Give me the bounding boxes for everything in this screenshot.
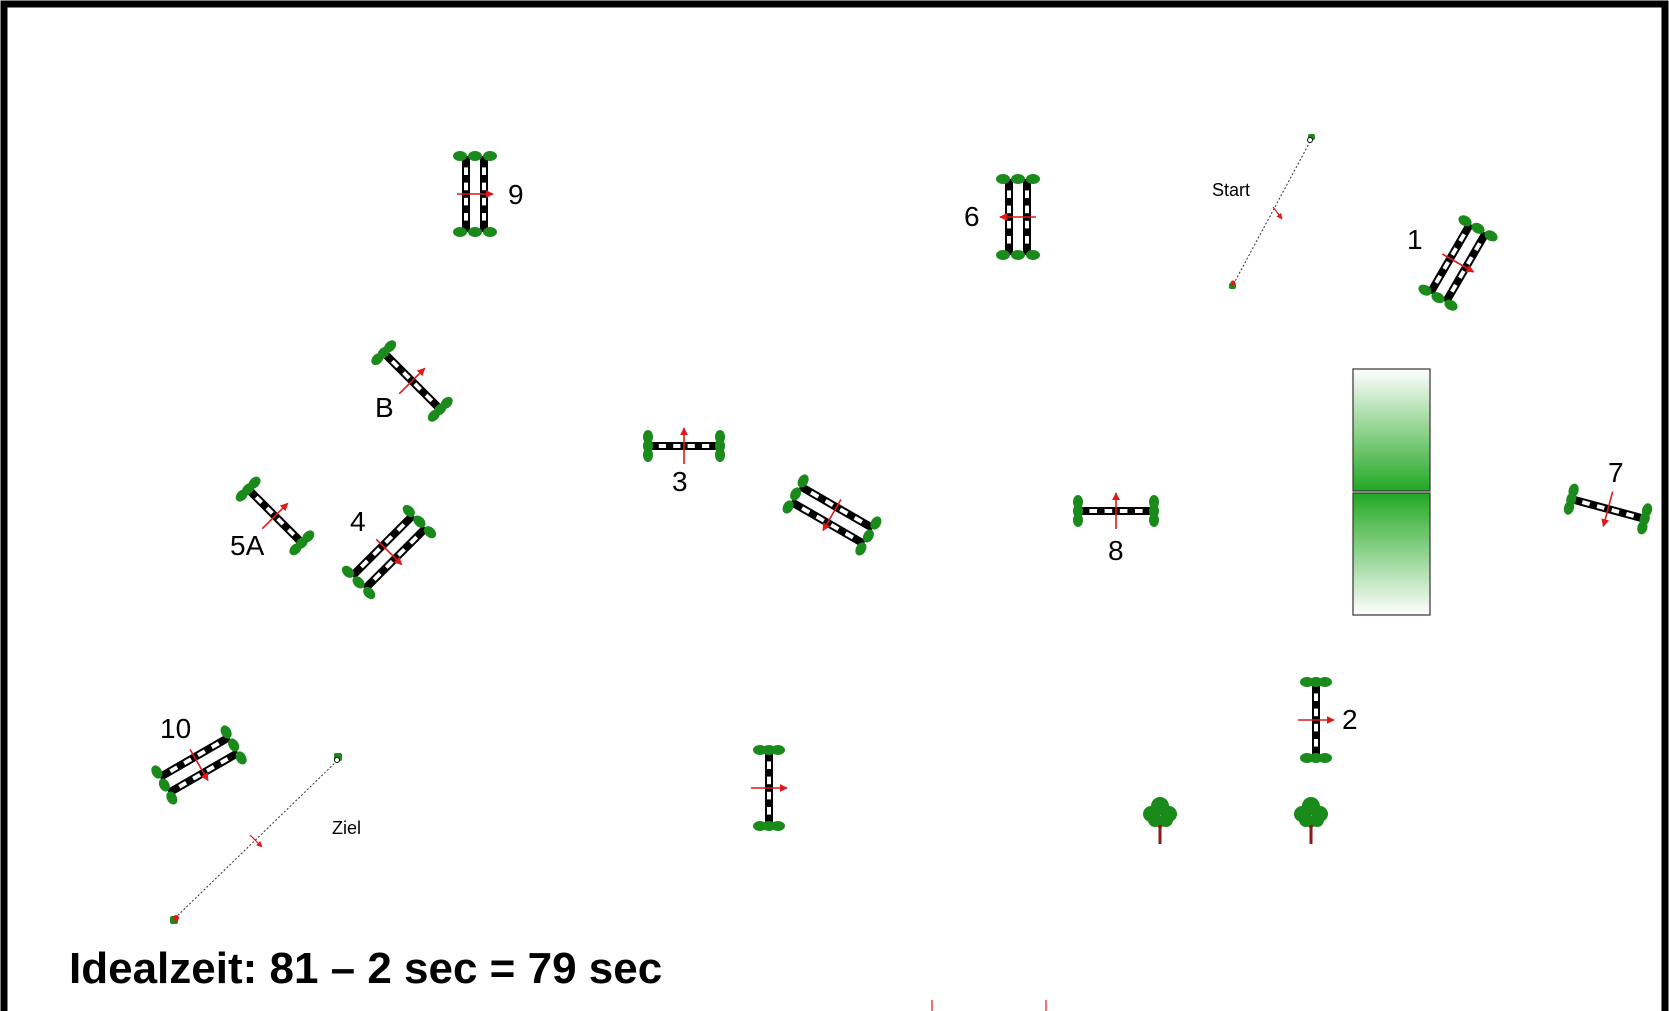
fence-2 xyxy=(1298,677,1335,763)
fence-mid xyxy=(782,474,882,556)
start-label: Start xyxy=(1212,180,1250,200)
fence-number-6: 6 xyxy=(964,201,980,232)
fence-bottom xyxy=(751,745,788,831)
fence-7 xyxy=(1563,483,1653,535)
fence-b xyxy=(371,340,453,422)
fence-number-8: 8 xyxy=(1108,535,1124,566)
fence-number-10: 10 xyxy=(160,713,191,744)
fence-number-1: 1 xyxy=(1407,224,1423,255)
fence-8 xyxy=(1073,492,1159,529)
fence-number-9: 9 xyxy=(508,179,524,210)
fence-9 xyxy=(453,151,497,237)
fence-number-2: 2 xyxy=(1342,704,1358,735)
fence-10 xyxy=(151,725,247,805)
fence-3 xyxy=(643,427,725,464)
fence-number-5a: 5A xyxy=(230,530,265,561)
fence-number-7: 7 xyxy=(1608,457,1624,488)
fence-number-4: 4 xyxy=(350,506,366,537)
start-line xyxy=(1229,134,1315,289)
fence-number-b: B xyxy=(375,392,394,423)
water-tray-icon xyxy=(1352,368,1431,616)
fence-5a xyxy=(235,476,315,556)
tree-icon xyxy=(1294,797,1328,844)
fence-number-3: 3 xyxy=(672,466,688,497)
finish-line xyxy=(170,753,342,924)
fence-4 xyxy=(341,504,437,600)
tree-icon xyxy=(1143,797,1177,844)
fence-1 xyxy=(1418,215,1498,311)
ideal-time: Idealzeit: 81 – 2 sec = 79 sec xyxy=(69,944,662,993)
fence-6 xyxy=(996,174,1040,260)
finish-label: Ziel xyxy=(332,818,361,838)
